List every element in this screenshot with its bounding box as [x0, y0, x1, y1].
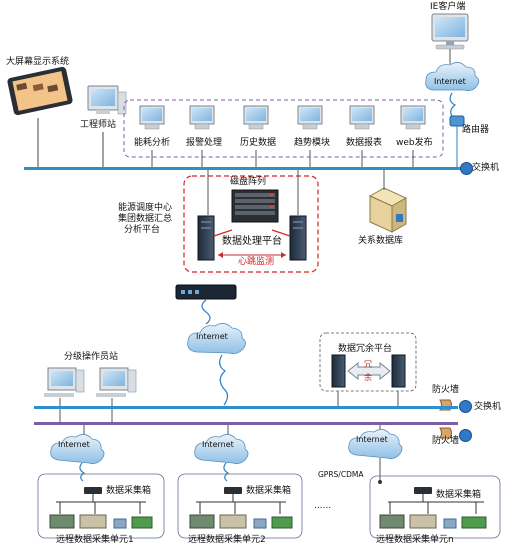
redundancy-mark-1: 冗 [364, 360, 372, 369]
internet-label-center: Internet [202, 440, 234, 449]
redundancy-server-right-icon [391, 354, 406, 388]
internet-label-left: Internet [58, 440, 90, 449]
heartbeat-label: 心跳监测 [238, 257, 275, 267]
big-screen-display-icon [7, 66, 73, 116]
core-switch-icon [175, 284, 237, 300]
lower-switch-label: 交换机 [474, 402, 502, 412]
top-switch-label: 交换机 [472, 163, 500, 173]
remote-unit-2-devices [189, 487, 293, 529]
engineer-station-label: 工程师站 [80, 120, 117, 130]
firewall-label-upper: 防火墙 [432, 385, 460, 395]
app-label-history-data: 历史数据 [240, 138, 277, 148]
internet-label-middle: Internet [196, 332, 228, 341]
redundancy-arrow [347, 361, 391, 381]
app-label-web-publish: web发布 [396, 138, 433, 148]
processing-server-right-icon [289, 215, 307, 261]
collector-box-label-2: 数据采集箱 [246, 486, 292, 496]
processing-server-left-icon [197, 215, 215, 261]
operator-station-computer-2-icon [96, 367, 137, 397]
internet-cloud-left [50, 434, 105, 464]
ellipsis-label: ...... [314, 501, 332, 511]
app-label-data-report: 数据报表 [346, 138, 383, 148]
remote-unit-n-label: 远程数据采集单元n [376, 535, 454, 545]
gprs-label: GPRS/CDMA [318, 470, 364, 479]
app-label-alarm-handling: 报警处理 [186, 138, 223, 148]
internet-cloud-right [348, 429, 403, 459]
app-label-trend-module: 趋势模块 [294, 138, 331, 148]
internet-cloud-top [425, 62, 480, 91]
disk-array-icon [231, 189, 279, 223]
redundancy-mark-2: 余 [364, 373, 372, 382]
top-switch-icon [460, 162, 473, 175]
internet-cloud-middle [187, 323, 246, 354]
processing-platform-label: 数据处理平台 [222, 236, 282, 247]
app-label-energy-analysis: 能耗分析 [134, 138, 171, 148]
center-label-line-2: 集团数据汇总 [118, 214, 173, 224]
router-label: 路由器 [462, 125, 490, 135]
ie-client-label: IE客户端 [430, 2, 466, 12]
remote-unit-1-devices [49, 487, 153, 529]
center-label-line-3: 分析平台 [124, 225, 161, 235]
remote-unit-n-box [369, 475, 501, 539]
heartbeat-arrow [218, 252, 286, 258]
router-icon [449, 115, 465, 168]
remote-unit-1-box [37, 473, 165, 539]
firewall-label-lower: 防火墙 [432, 436, 460, 446]
disk-array-label: 磁盘阵列 [230, 177, 267, 187]
redundancy-server-left-icon [331, 354, 346, 388]
engineer-station-computer-icon [87, 85, 127, 115]
remote-unit-n-devices [379, 487, 487, 529]
redundancy-platform-label: 数据冗余平台 [338, 344, 393, 354]
remote-unit-1-label: 远程数据采集单元1 [56, 535, 134, 545]
firewall-icons [439, 399, 452, 439]
gprs-antenna-icon [378, 480, 382, 484]
remote-unit-2-label: 远程数据采集单元2 [188, 535, 266, 545]
remote-unit-2-box [177, 473, 303, 539]
collector-box-label-n: 数据采集箱 [436, 490, 482, 500]
collector-box-label-1: 数据采集箱 [106, 486, 152, 496]
wan-switch-icon [459, 429, 472, 442]
lower-network-bus [34, 406, 458, 409]
center-label-line-1: 能源调度中心 [118, 203, 173, 213]
redundancy-platform-box [319, 332, 417, 392]
applications-group-box [123, 99, 444, 158]
data-center-box [183, 175, 319, 273]
lower-switch-icon [459, 400, 472, 413]
operator-station-label: 分级操作员站 [64, 352, 119, 362]
big-screen-label: 大屏幕显示系统 [6, 57, 70, 67]
internet-label-right: Internet [356, 435, 388, 444]
internet-label-top: Internet [434, 77, 466, 86]
app-computers [139, 105, 426, 130]
internet-cloud-center [194, 434, 249, 464]
app-drop-lines [151, 150, 414, 168]
top-network-bus [24, 167, 464, 170]
wan-bus [34, 422, 458, 425]
relational-db-label: 关系数据库 [358, 236, 404, 246]
relational-database-server-icon [368, 187, 408, 233]
ie-client-computer-icon [431, 13, 469, 50]
operator-station-computer-1-icon [44, 367, 85, 397]
